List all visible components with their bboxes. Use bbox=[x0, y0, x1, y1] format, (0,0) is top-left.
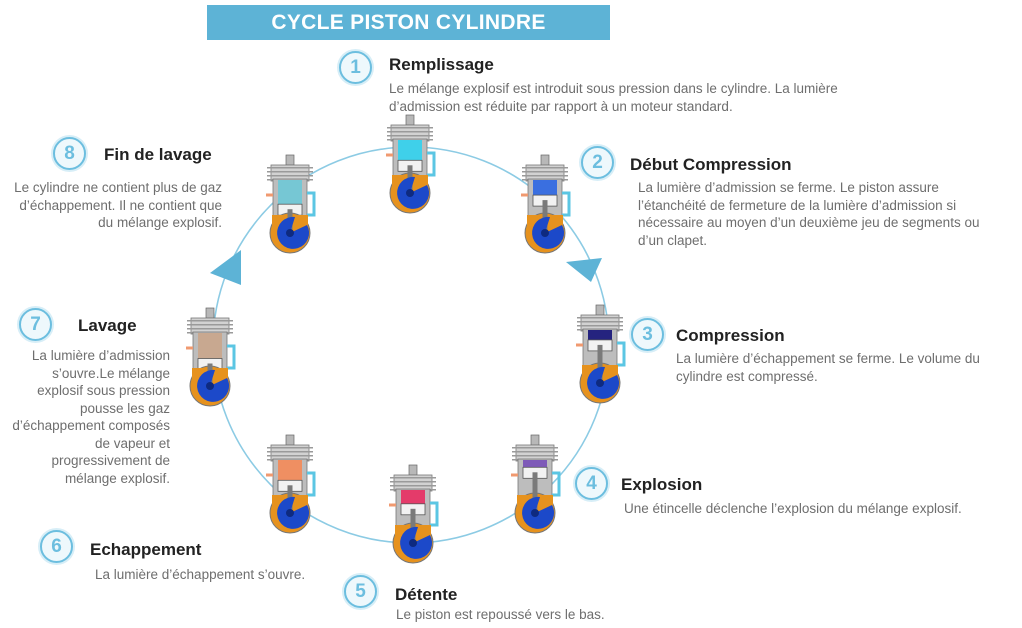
step-6-description: La lumière d’échappement s’ouvre. bbox=[95, 567, 306, 582]
engine-5 bbox=[389, 464, 439, 564]
step-6-title: Echappement bbox=[90, 540, 202, 559]
step-2-title: Début Compression bbox=[630, 155, 792, 174]
step-4-title: Explosion bbox=[621, 475, 703, 494]
chamber-4 bbox=[523, 460, 547, 468]
step-6-badge: 6 bbox=[40, 530, 73, 563]
step-2-description: La lumière d’admission se ferme. Le pist… bbox=[638, 180, 980, 248]
step-1-title: Remplissage bbox=[389, 55, 494, 74]
chamber-2 bbox=[533, 180, 557, 196]
chamber-3 bbox=[588, 330, 612, 340]
step-8-title: Fin de lavage bbox=[104, 145, 212, 164]
step-3-badge: 3 bbox=[631, 318, 664, 351]
chamber-7 bbox=[198, 333, 222, 359]
step-4-description: Une étincelle déclenche l’explosion du m… bbox=[624, 501, 962, 516]
chamber-1 bbox=[398, 140, 422, 161]
engine-8 bbox=[266, 154, 316, 254]
step-7-title: Lavage bbox=[78, 316, 137, 335]
step-8-badge: 8 bbox=[53, 137, 86, 170]
engine-2 bbox=[521, 154, 571, 254]
engine-7 bbox=[186, 307, 236, 407]
cycle-arrow-right bbox=[566, 258, 602, 282]
chamber-5 bbox=[401, 490, 425, 504]
step-3-description: La lumière d’échappement se ferme. Le vo… bbox=[676, 351, 980, 384]
step-4-badge: 4 bbox=[575, 467, 608, 500]
engine-4 bbox=[511, 434, 561, 534]
engine-1 bbox=[386, 114, 436, 214]
engine-3 bbox=[576, 304, 626, 404]
step-7-badge: 7 bbox=[19, 308, 52, 341]
step-5-badge: 5 bbox=[344, 575, 377, 608]
cycle-arrow-left bbox=[210, 250, 241, 285]
step-8-description: Le cylindre ne contient plus de gaz d’éc… bbox=[14, 180, 222, 230]
chamber-8 bbox=[278, 180, 302, 205]
step-5-description: Le piston est repoussé vers le bas. bbox=[396, 607, 605, 622]
chamber-6 bbox=[278, 460, 302, 481]
step-2-badge: 2 bbox=[581, 146, 614, 179]
step-7-description: La lumière d’admission s’ouvre.Le mélang… bbox=[12, 348, 170, 486]
diagram-title: CYCLE PISTON CYLINDRE bbox=[207, 5, 610, 40]
engine-6 bbox=[266, 434, 316, 534]
step-1-description: Le mélange explosif est introduit sous p… bbox=[389, 81, 838, 114]
step-3-title: Compression bbox=[676, 326, 785, 345]
step-1-badge: 1 bbox=[339, 51, 372, 84]
step-5-title: Détente bbox=[395, 585, 458, 604]
